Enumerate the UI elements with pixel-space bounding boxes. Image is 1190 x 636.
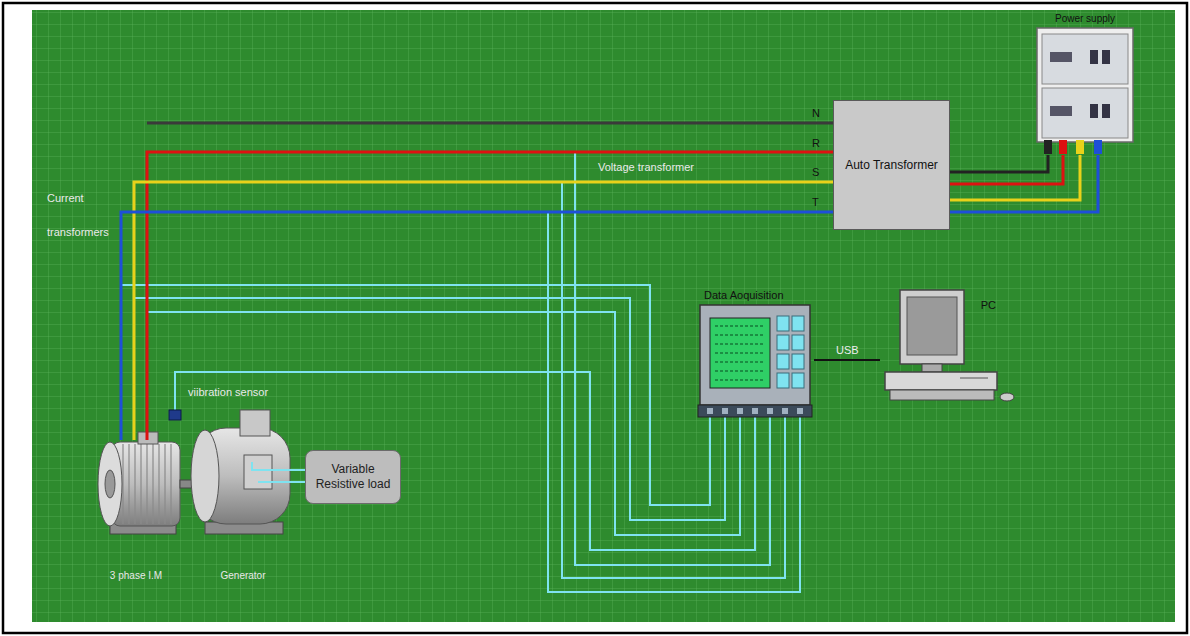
wire-connector xyxy=(121,152,833,440)
node-label: Data Aoquisition xyxy=(704,288,784,302)
load-box: Variable Resistive load xyxy=(305,450,401,504)
process-box: Auto Transformer xyxy=(833,100,950,230)
data-acquisition-unit xyxy=(698,305,812,417)
generator-machine xyxy=(191,410,300,534)
power-supply: Power supply xyxy=(1030,12,1140,155)
pc-computer xyxy=(885,290,1014,401)
wire-connector xyxy=(950,155,1098,212)
signal-wires xyxy=(122,152,800,592)
vibration-sensor xyxy=(169,410,181,420)
grid-ground xyxy=(32,10,1175,622)
phase-label: S xyxy=(812,166,819,179)
phase-label: T xyxy=(812,196,819,209)
motor: 3 phase I.M xyxy=(86,440,186,590)
edge-label: USB xyxy=(836,344,859,357)
neutral-wire xyxy=(147,122,833,125)
induction-motor xyxy=(98,432,194,534)
node-label: Power supply xyxy=(1055,12,1115,25)
phase-label: R xyxy=(812,137,820,150)
phase-label: N xyxy=(812,107,820,120)
node-label: Auto Transformer xyxy=(845,158,938,173)
frame xyxy=(3,3,1187,633)
sensor-label: Current transformers xyxy=(47,181,117,249)
node-label: Variable Resistive load xyxy=(306,462,400,492)
generator: Generator xyxy=(186,405,300,590)
power-supply-cabinet xyxy=(1037,28,1133,154)
pc: PC xyxy=(880,290,1000,405)
wire-connector xyxy=(814,360,880,361)
node-label: Generator xyxy=(220,569,265,582)
sensor-label: Voltage transformer xyxy=(598,161,694,174)
node-label: PC xyxy=(981,298,996,312)
node-label: 3 phase I.M xyxy=(110,569,162,582)
sensor-label: viibration sensor xyxy=(188,386,268,399)
data-acquisition: Data Aoquisition xyxy=(696,288,814,420)
